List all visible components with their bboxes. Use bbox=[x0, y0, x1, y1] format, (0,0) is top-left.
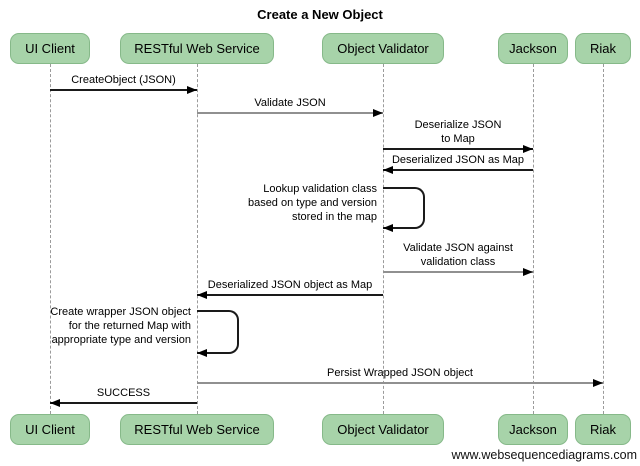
message-label-line: Create wrapper JSON object bbox=[50, 306, 191, 318]
actor-box-object-validator-top: Object Validator bbox=[322, 33, 444, 64]
message-arrowhead-icon-8 bbox=[593, 379, 603, 387]
message-label-line: appropriate type and version bbox=[51, 334, 191, 346]
message-label-line: CreateObject (JSON) bbox=[71, 74, 176, 86]
message-label-8: Persist Wrapped JSON object bbox=[197, 366, 603, 380]
message-label-0: CreateObject (JSON) bbox=[50, 73, 197, 87]
message-label-9: SUCCESS bbox=[50, 386, 197, 400]
message-arrowhead-icon-1 bbox=[373, 109, 383, 117]
actor-box-object-validator-bottom: Object Validator bbox=[322, 414, 444, 445]
message-label-6: Deserialized JSON object as Map bbox=[197, 278, 383, 292]
message-label-line: Validate JSON bbox=[254, 97, 326, 109]
message-arrowhead-icon-5 bbox=[523, 268, 533, 276]
message-line-9 bbox=[50, 402, 197, 404]
message-label-line: validation class bbox=[420, 256, 496, 268]
actor-box-jackson-bottom: Jackson bbox=[498, 414, 568, 445]
message-label-2: Deserialize JSON to Map bbox=[383, 118, 533, 146]
message-line-3 bbox=[383, 169, 533, 171]
message-label-line: Validate JSON against bbox=[403, 242, 513, 254]
self-message-label-7: Create wrapper JSON object for the return… bbox=[0, 305, 191, 347]
message-label-3: Deserialized JSON as Map bbox=[383, 153, 533, 167]
actor-box-ui-client-bottom: UI Client bbox=[10, 414, 90, 445]
message-label-line: stored in the map bbox=[292, 211, 377, 223]
message-arrowhead-icon-0 bbox=[187, 86, 197, 94]
message-label-line: Deserialized JSON as Map bbox=[391, 154, 525, 166]
message-arrowhead-icon-2 bbox=[523, 145, 533, 153]
message-label-line: based on type and version bbox=[247, 197, 377, 209]
actor-box-restful-web-service-top: RESTful Web Service bbox=[120, 33, 274, 64]
message-arrowhead-icon-3 bbox=[383, 166, 393, 174]
message-line-1 bbox=[197, 112, 383, 114]
message-arrowhead-icon-9 bbox=[50, 399, 60, 407]
message-label-line: Lookup validation class bbox=[263, 183, 377, 195]
self-message-loop-7 bbox=[197, 310, 239, 354]
message-line-2 bbox=[383, 148, 533, 150]
message-label-line: Deserialized JSON object as Map bbox=[207, 279, 373, 291]
message-line-8 bbox=[197, 382, 603, 384]
diagram-title: Create a New Object bbox=[257, 7, 383, 22]
actor-box-riak-bottom: Riak bbox=[575, 414, 631, 445]
message-label-line: to Map bbox=[441, 133, 475, 145]
self-message-label-4: Lookup validation class based on type and… bbox=[157, 182, 377, 224]
actor-box-riak-top: Riak bbox=[575, 33, 631, 64]
self-message-arrowhead-icon-4 bbox=[383, 224, 393, 232]
message-line-0 bbox=[50, 89, 197, 91]
message-label-line: SUCCESS bbox=[96, 387, 151, 399]
message-line-6 bbox=[197, 294, 383, 296]
lifeline-object-validator bbox=[383, 64, 384, 414]
self-message-loop-4 bbox=[383, 187, 425, 229]
watermark: www.websequencediagrams.com bbox=[451, 448, 637, 462]
message-label-line: Persist Wrapped JSON object bbox=[327, 367, 473, 379]
message-label-line: for the returned Map with bbox=[68, 320, 191, 332]
self-message-arrowhead-icon-7 bbox=[197, 349, 207, 357]
actor-box-restful-web-service-bottom: RESTful Web Service bbox=[120, 414, 274, 445]
lifeline-restful-web-service bbox=[197, 64, 198, 414]
actor-box-jackson-top: Jackson bbox=[498, 33, 568, 64]
lifeline-jackson bbox=[533, 64, 534, 414]
actor-box-ui-client-top: UI Client bbox=[10, 33, 90, 64]
lifeline-ui-client bbox=[50, 64, 51, 414]
message-label-line: Deserialize JSON bbox=[414, 119, 502, 131]
message-label-5: Validate JSON against validation class bbox=[383, 241, 533, 269]
message-label-1: Validate JSON bbox=[197, 96, 383, 110]
message-arrowhead-icon-6 bbox=[197, 291, 207, 299]
lifeline-riak bbox=[603, 64, 604, 414]
message-line-5 bbox=[383, 271, 533, 273]
